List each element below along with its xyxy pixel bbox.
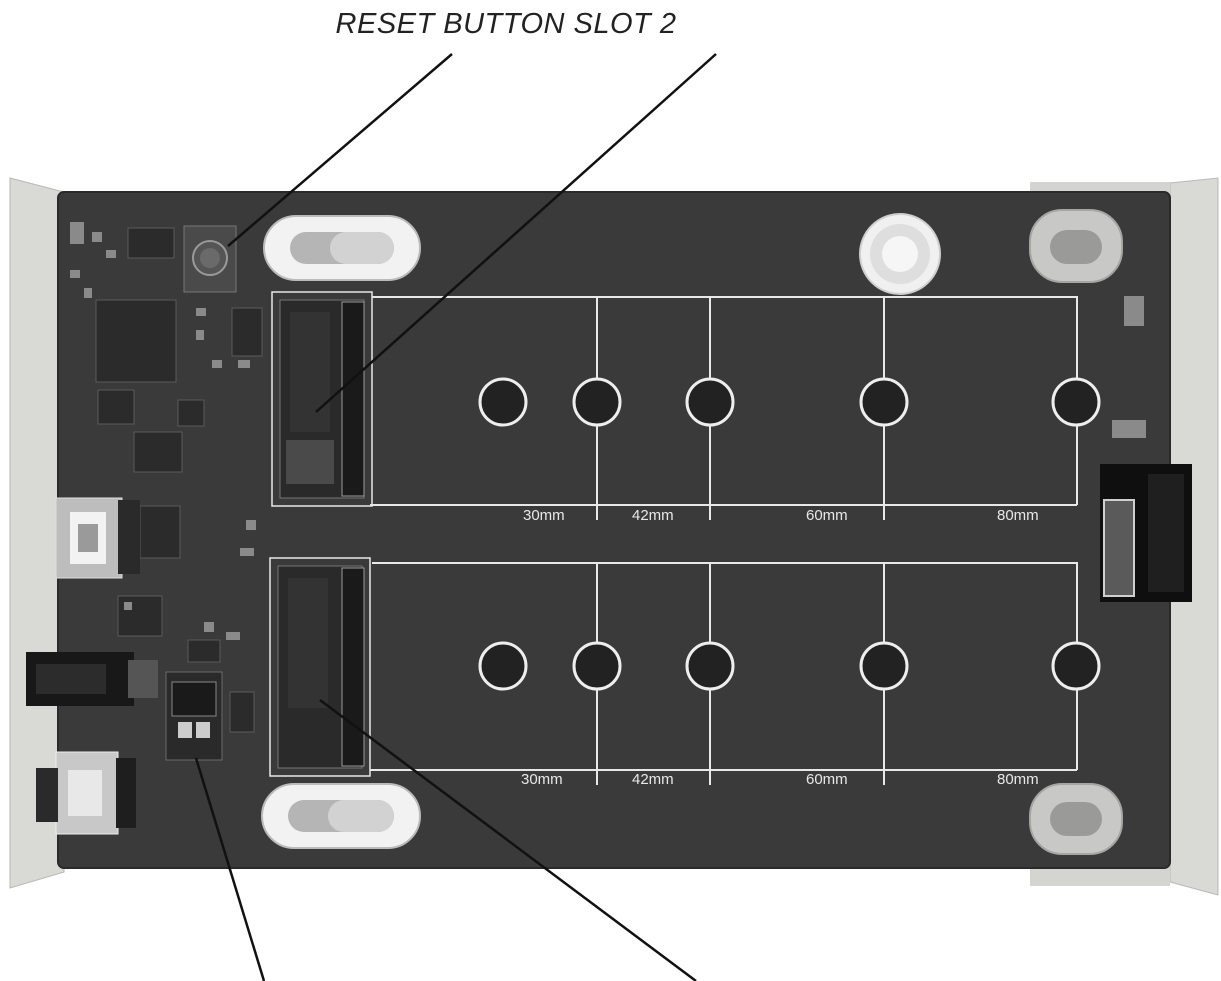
standoff-holes-upper (478, 377, 1101, 427)
length-label: 42mm (632, 507, 674, 524)
length-label: 80mm (997, 507, 1039, 524)
leader-line-slot-1 (319, 698, 697, 981)
mounting-slot-bottom-left (261, 783, 421, 849)
length-label: 42mm (632, 771, 674, 788)
length-label: 30mm (521, 771, 563, 788)
hologram-sticker (859, 213, 941, 295)
pcb-board (58, 192, 1170, 868)
leader-line-reset (227, 53, 453, 247)
leader-lines (194, 53, 717, 981)
leader-line-dip-switch (194, 757, 266, 981)
length-label: 80mm (997, 771, 1039, 788)
length-labels-lower: 30mm 42mm 60mm 80mm (521, 771, 1039, 788)
internal-connector (1100, 464, 1192, 602)
standoff-bottom-right (1029, 783, 1123, 855)
small-components (70, 222, 1146, 640)
standoff-top-right (1029, 209, 1123, 283)
mounting-slot-top-left (263, 215, 421, 281)
length-label: 60mm (806, 507, 848, 524)
leader-line-slot-2 (315, 53, 717, 413)
length-label: 60mm (806, 771, 848, 788)
power-jack (26, 652, 158, 706)
length-label: 30mm (523, 507, 565, 524)
enclosure-bottom-lip (1030, 864, 1170, 886)
m2-slot-upper (271, 291, 373, 507)
length-labels-upper: 30mm 42mm 60mm 80mm (523, 507, 1039, 524)
enclosure-left-rail (9, 177, 65, 889)
dip-switch (165, 671, 223, 761)
power-switch (36, 751, 136, 835)
diagram-caption: RESET BUTTON SLOT 2 (335, 8, 677, 40)
standoff-holes-lower (478, 641, 1101, 691)
reset-button (183, 225, 237, 293)
usb-port (55, 497, 140, 579)
controller-area (95, 227, 263, 733)
m2-slot-lower (269, 557, 371, 777)
